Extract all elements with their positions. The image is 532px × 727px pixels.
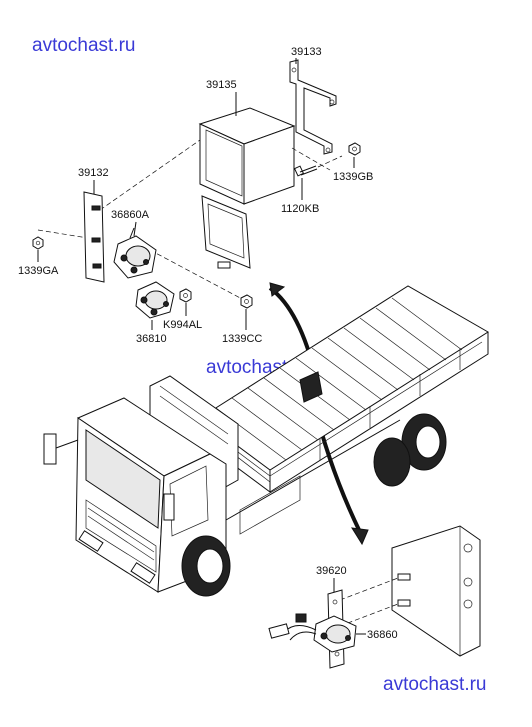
label-1339cc: 1339CC [222,333,262,345]
watermark-top-left: avtochast.ru [32,35,136,56]
label-36810: 36810 [136,333,167,345]
watermark-bottom-right: avtochast.ru [383,674,487,695]
dash-1339ga [37,229,89,239]
relay-36860 [268,613,357,653]
relay-36810 [135,281,175,319]
dash-relay [149,249,245,301]
nut-1339gb [348,142,361,156]
nut-1339cc [240,294,253,309]
label-39133: 39133 [291,46,322,58]
label-39132: 39132 [78,167,109,179]
callout-arrowhead-upper [269,282,286,297]
bolt-1120kb [293,165,318,177]
label-36860a: 36860A [111,209,150,221]
mounting-location-box [299,371,323,403]
plate-39132 [83,191,105,283]
nut-1339ga [32,236,44,250]
nut-k994al [179,288,192,303]
dash-panel-lower [339,603,399,627]
relay-36860a [113,227,157,279]
label-1339ga: 1339GA [18,265,59,277]
cover-39135 [198,107,296,269]
label-39620: 39620 [316,565,347,577]
callout-arrowhead-lower [351,527,369,546]
truck [43,285,489,597]
bracket-39133 [289,59,337,155]
label-1120kb: 1120KB [281,203,319,215]
label-1339gb: 1339GB [333,171,373,183]
label-k994al: K994AL [163,319,202,331]
dash-panel-upper [339,577,399,601]
dash-bracket [291,147,331,171]
label-36860: 36860 [367,629,398,641]
dash-cover-left [99,139,201,211]
leader-36860a [133,221,137,237]
mounting-panel [391,525,481,657]
label-39135: 39135 [206,79,237,91]
